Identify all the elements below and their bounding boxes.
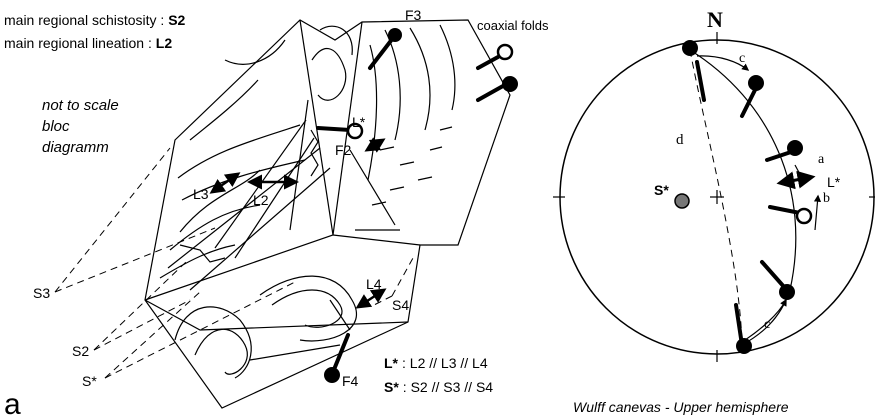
stereonet-caption: Wulff canevas - Upper hemisphere <box>573 399 789 415</box>
label-c-bottom: c <box>764 317 770 332</box>
label-a: a <box>818 152 825 167</box>
l4-arrow <box>355 288 387 309</box>
stereonet-labels: N d c c a b L* S* Wulff canevas - Upper … <box>573 7 841 415</box>
sstar-pole <box>674 193 690 209</box>
label-f4: F4 <box>342 373 359 389</box>
great-circle-d <box>689 49 743 346</box>
pole-open <box>795 207 813 225</box>
svg-text:diagramm: diagramm <box>42 139 109 156</box>
label-s3: S3 <box>33 285 50 301</box>
label-l4: L4 <box>366 276 382 292</box>
pole-5 <box>736 338 752 354</box>
lstar-arrow <box>364 137 386 153</box>
svg-text:not to scale: not to scale <box>42 97 119 114</box>
great-circle-axes <box>689 49 797 346</box>
label-l3: L3 <box>193 186 209 202</box>
f3-pole <box>388 28 402 42</box>
label-f3: F3 <box>405 7 422 23</box>
label-lstar: L* <box>352 114 366 130</box>
coaxial-open-pole <box>496 43 514 61</box>
l3-arrow <box>209 172 241 194</box>
label-d: d <box>676 132 684 148</box>
bloc-diagram <box>54 19 518 409</box>
pole-3 <box>787 140 803 156</box>
f4-pole <box>324 367 340 383</box>
scale-note: not to scale bloc diagramm <box>42 97 119 156</box>
label-s4: S4 <box>392 297 409 313</box>
label-sstar: S* <box>82 373 97 389</box>
f3-axis <box>368 36 395 70</box>
legend: L*: L2 // L3 // L4 S*: S2 // S3 // S4 <box>384 355 493 395</box>
north-label: N <box>707 7 723 32</box>
label-c-top: c <box>739 51 745 66</box>
label-f2: F2 <box>335 142 352 158</box>
figure-label: a <box>4 388 21 419</box>
stereonet <box>553 32 875 362</box>
label-stereonet-sstar: S* <box>654 182 669 198</box>
coaxial-solid-pole <box>502 76 518 92</box>
label-l2: L2 <box>253 192 269 208</box>
block-labels: F3 coaxial folds F2 L* L3 L2 L4 S4 F4 S3… <box>33 7 549 389</box>
pole-4 <box>779 284 795 300</box>
schistosity-line: main regional schistosity : S2 <box>4 12 186 28</box>
pole-2 <box>748 75 764 91</box>
pole-1 <box>682 40 698 56</box>
lineation-line: main regional lineation : L2 <box>4 35 172 51</box>
svg-text:bloc: bloc <box>42 118 70 135</box>
label-b: b <box>823 191 830 206</box>
label-s2: S2 <box>72 343 89 359</box>
f2-pole <box>346 122 364 140</box>
label-stereonet-lstar: L* <box>827 174 841 190</box>
svg-text:S*: S2 // S3 // S4: S*: S2 // S3 // S4 <box>384 379 493 395</box>
label-coaxial: coaxial folds <box>477 18 549 33</box>
svg-text:L*: L2 // L3 // L4: L*: L2 // L3 // L4 <box>384 355 488 371</box>
